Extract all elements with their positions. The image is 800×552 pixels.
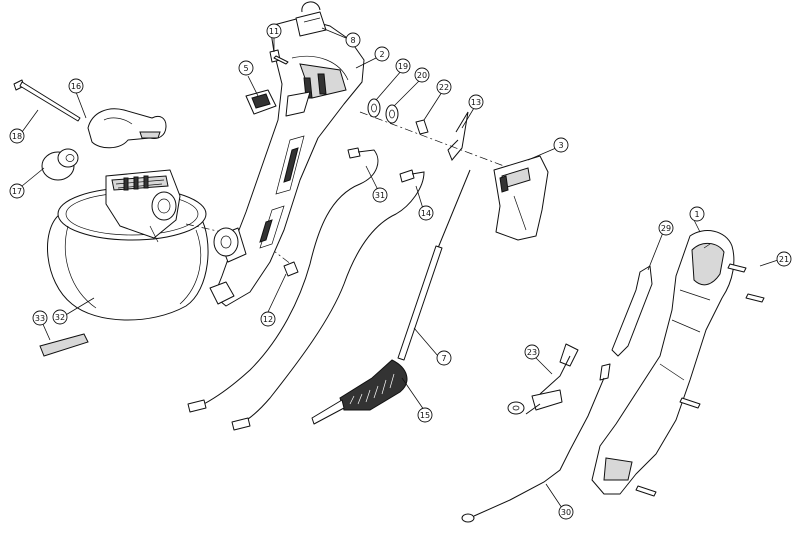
part-23-bracket	[507, 343, 579, 415]
callout-22: 22	[436, 79, 452, 95]
callout-label: 12	[263, 315, 273, 324]
callout-label: 3	[558, 141, 563, 150]
callout-23: 23	[524, 344, 540, 360]
callout-11: 11	[266, 23, 282, 39]
callout-label: 5	[243, 64, 248, 73]
callout-label: 33	[35, 314, 45, 323]
callout-label: 19	[398, 62, 408, 71]
callout-label: 1	[694, 210, 699, 219]
callout-2: 2	[374, 46, 390, 62]
part-16-grip	[87, 108, 167, 149]
callout-label: 11	[269, 27, 279, 36]
part-30-rod	[461, 363, 611, 523]
callout-18: 18	[9, 128, 25, 144]
part-21-screws	[635, 263, 765, 497]
callout-label: 14	[421, 209, 431, 218]
part-31-wire	[187, 147, 379, 413]
part-1-handle-cover	[591, 230, 735, 495]
callout-label: 21	[779, 255, 789, 264]
callout-21: 21	[776, 251, 792, 267]
part-17-cap	[41, 148, 79, 181]
callout-14: 14	[418, 205, 434, 221]
callout-label: 18	[12, 132, 22, 141]
callout-label: 7	[441, 354, 446, 363]
callout-label: 13	[471, 98, 481, 107]
part-3-trigger	[493, 155, 549, 241]
callout-3: 3	[553, 137, 569, 153]
callout-33: 33	[32, 310, 48, 326]
part-13-spring	[447, 111, 469, 161]
callout-label: 29	[661, 224, 671, 233]
callout-32: 32	[52, 309, 68, 325]
part-11-screw	[269, 49, 289, 65]
callout-label: 31	[375, 191, 385, 200]
callout-label: 16	[71, 82, 81, 91]
callout-30: 30	[558, 504, 574, 520]
callout-5: 5	[238, 60, 254, 76]
part-15-hose	[311, 359, 408, 425]
callout-label: 32	[55, 313, 65, 322]
part-32-fan-mount	[105, 169, 181, 243]
part-20-washer	[385, 104, 399, 124]
callout-19: 19	[395, 58, 411, 74]
part-29-strip	[611, 265, 653, 357]
callout-17: 17	[9, 183, 25, 199]
part-19-washer	[367, 98, 381, 118]
callout-1: 1	[689, 206, 705, 222]
assembly-axis-line	[185, 223, 241, 237]
part-33-plate	[39, 333, 89, 357]
callout-20: 20	[414, 67, 430, 83]
callout-7: 7	[436, 350, 452, 366]
assembly-axis-line	[359, 111, 521, 173]
callout-label: 17	[12, 187, 22, 196]
callout-31: 31	[372, 187, 388, 203]
part-5-switch	[245, 89, 277, 115]
callout-12: 12	[260, 311, 276, 327]
callout-label: 22	[439, 83, 449, 92]
callout-label: 8	[350, 36, 355, 45]
callout-label: 30	[561, 508, 571, 517]
callout-16: 16	[68, 78, 84, 94]
part-18-pin	[13, 79, 81, 122]
callout-label: 20	[417, 71, 427, 80]
part-12-nut	[283, 261, 299, 277]
callout-label: 2	[379, 50, 384, 59]
part-14-wire	[231, 169, 425, 431]
callout-label: 23	[527, 348, 537, 357]
part-22-nut	[415, 119, 429, 135]
part-2-main-body	[209, 17, 365, 307]
callout-29: 29	[658, 220, 674, 236]
callout-15: 15	[417, 407, 433, 423]
callout-8: 8	[345, 32, 361, 48]
leader-lines	[21, 27, 779, 509]
part-8-clip	[295, 1, 327, 37]
callout-label: 15	[420, 411, 430, 420]
part-7-rod	[397, 169, 471, 361]
callout-13: 13	[468, 94, 484, 110]
